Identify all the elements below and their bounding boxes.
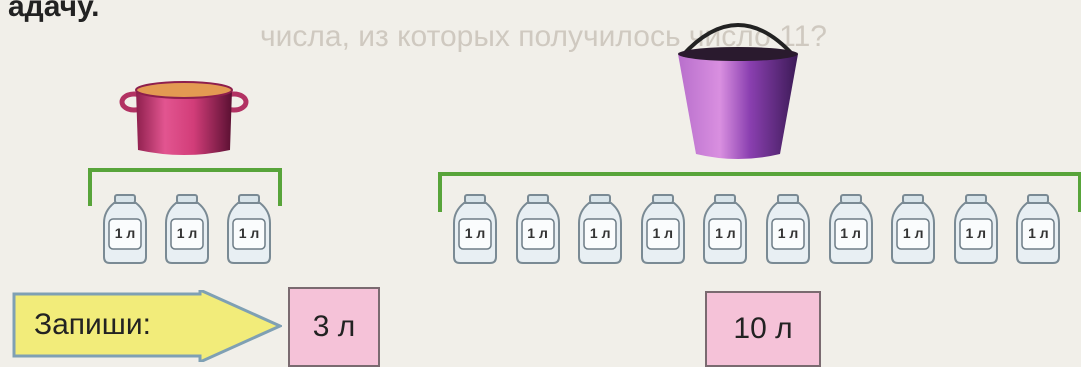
jar-volume-label: 1 л (450, 225, 500, 241)
jar-volume-label: 1 л (826, 225, 876, 241)
header-fragment: адачу. (8, 0, 99, 24)
jar-volume-label: 1 л (513, 225, 563, 241)
pot-jar-icon: 1 л (100, 193, 150, 265)
bucket-jar-icon: 1 л (951, 193, 1001, 265)
jar-volume-label: 1 л (888, 225, 938, 241)
write-prompt-label: Запиши: (34, 308, 151, 342)
jar-volume-label: 1 л (951, 225, 1001, 241)
pot-answer-box: 3 л (288, 287, 380, 367)
bucket-answer-box: 10 л (705, 291, 821, 367)
bucket-icon (668, 14, 808, 164)
jar-volume-label: 1 л (100, 225, 150, 241)
bucket-jar-icon: 1 л (1013, 193, 1063, 265)
jar-volume-label: 1 л (638, 225, 688, 241)
jar-volume-label: 1 л (700, 225, 750, 241)
jar-volume-label: 1 л (1013, 225, 1063, 241)
jar-volume-label: 1 л (162, 225, 212, 241)
jar-volume-label: 1 л (224, 225, 274, 241)
pot-jar-icon: 1 л (162, 193, 212, 265)
write-prompt-arrow: Запиши: (12, 290, 282, 362)
bucket-jar-icon: 1 л (513, 193, 563, 265)
bucket-jar-icon: 1 л (826, 193, 876, 265)
bucket-jar-icon: 1 л (450, 193, 500, 265)
pot-icon (118, 72, 250, 160)
jar-volume-label: 1 л (575, 225, 625, 241)
bucket-jar-icon: 1 л (638, 193, 688, 265)
bucket-jar-icon: 1 л (763, 193, 813, 265)
pot-jar-icon: 1 л (224, 193, 274, 265)
bucket-jar-icon: 1 л (888, 193, 938, 265)
bucket-jar-icon: 1 л (575, 193, 625, 265)
bucket-jar-icon: 1 л (700, 193, 750, 265)
jar-volume-label: 1 л (763, 225, 813, 241)
